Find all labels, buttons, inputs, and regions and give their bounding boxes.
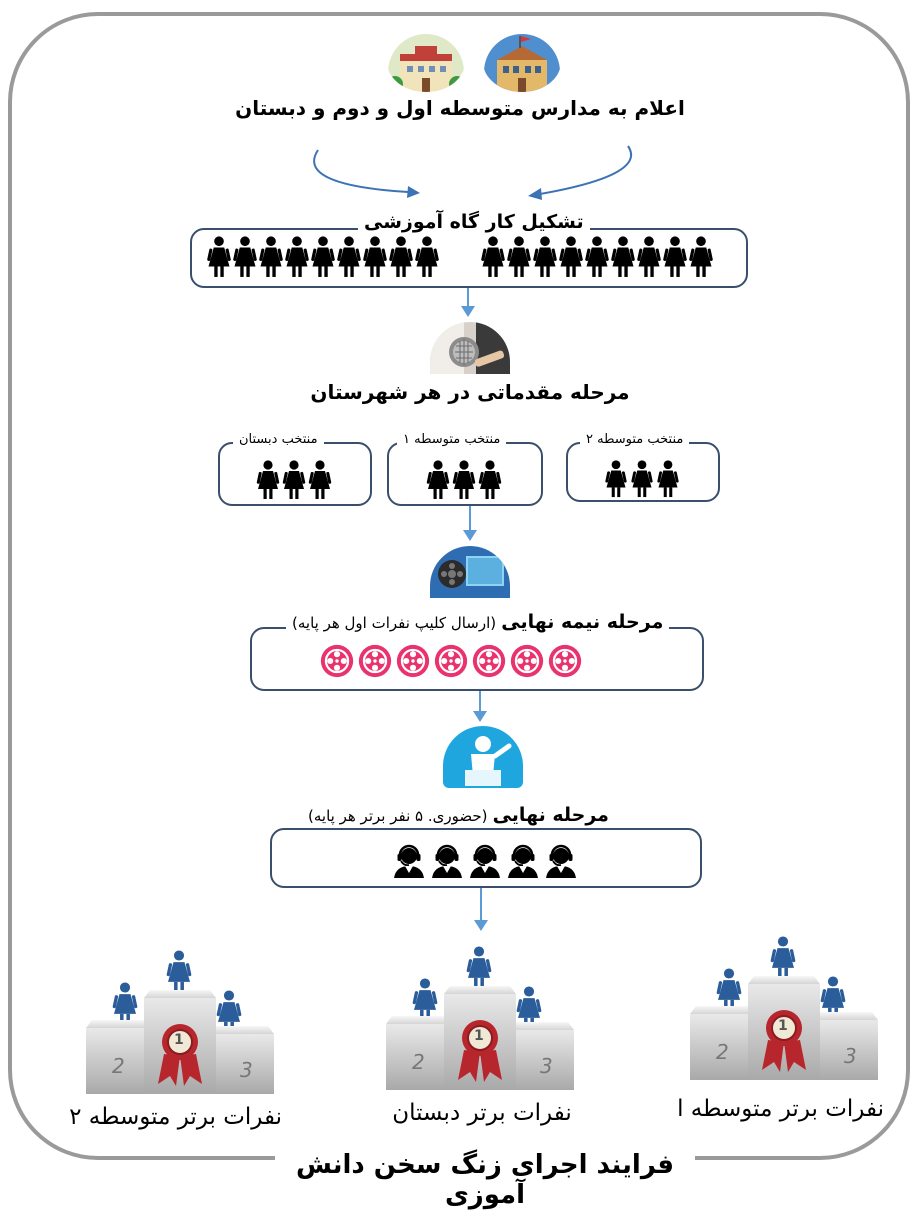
podium-number-1: 1 [474,1028,484,1044]
podium-number-3: 3 [844,1044,857,1068]
final-participants [392,844,578,878]
person-icon [558,236,584,278]
person-icon [532,236,558,278]
semifinal-step-title: مرحله نیمه نهایی (ارسال کلیپ نفرات اول ه… [286,611,670,633]
person-icon [362,236,388,278]
person-icon [629,460,655,498]
converging-arrows [313,145,633,200]
person-icon [258,236,284,278]
flow-arrow [480,888,482,922]
flow-arrow [479,691,481,713]
person-icon [477,460,503,500]
person-icon [688,236,714,278]
flow-arrow [467,288,469,308]
selection-label-secondary-2: منتخب متوسطه ۲ [580,432,690,447]
selection-label-secondary-1: منتخب متوسطه ۱ [397,432,507,447]
film-reel-icon [472,644,506,678]
person-icon [284,236,310,278]
person-icon [506,236,532,278]
workshop-step-title: تشکیل کار گاه آموزشی [358,211,590,233]
selection-participants-secondary-2 [603,460,681,498]
final-step-title: مرحله نهایی (حضوری. ۵ نفر برتر هر پایه) [302,804,615,826]
podium-secondary-2: 1 2 3 [80,950,280,1098]
headset-icon [430,844,464,878]
podium-number-3: 3 [240,1058,253,1082]
selection-participants-secondary-1 [425,460,503,500]
podium-number-2: 2 [412,1050,425,1074]
film-reel-icon [434,644,468,678]
semifinal-title-bold: مرحله نیمه نهایی [501,611,664,633]
film-reel-icon [320,644,354,678]
person-icon [425,460,451,500]
selection-participants-elementary [255,460,333,500]
workshop-participants-right [480,236,714,278]
headset-icon [544,844,578,878]
person-icon [610,236,636,278]
person-icon [414,236,440,278]
announce-step-title: اعلام به مدارس متوسطه اول و دوم و دبستان [235,96,685,120]
semifinal-title-note: (ارسال کلیپ نفرات اول هر پایه) [292,614,497,632]
final-title-note: (حضوری. ۵ نفر برتر هر پایه) [308,807,488,825]
diagram-caption: فرایند اجرای زنگ سخن دانش آموزی [295,1150,675,1210]
podium-number-1: 1 [174,1032,184,1048]
flow-arrow-head [474,920,488,931]
school-icon [483,32,561,92]
workshop-participants-left [206,236,440,278]
person-icon [662,236,688,278]
film-reel-icon [510,644,544,678]
person-icon [232,236,258,278]
winners-label-elementary: نفرات برتر دبستان [392,1100,572,1126]
podium-number-2: 2 [716,1040,729,1064]
flow-arrow [469,506,471,532]
winners-label-secondary-2: نفرات برتر متوسطه ۲ [69,1104,282,1130]
flow-arrow-head [463,530,477,541]
semifinal-clips [320,644,582,678]
person-icon [310,236,336,278]
microphone-icon [430,322,510,374]
film-reel-icon [396,644,430,678]
speaker-icon [443,726,523,788]
person-icon [307,460,333,500]
school-icon [387,32,465,92]
selection-label-elementary: منتخب دبستان [233,432,324,447]
person-icon [281,460,307,500]
prelim-step-title: مرحله مقدماتی در هر شهرستان [310,380,630,404]
winners-label-secondary-1: نفرات برتر متوسطه ا [677,1096,884,1122]
film-reel-icon [358,644,392,678]
person-icon [255,460,281,500]
podium-number-1: 1 [778,1018,788,1034]
person-icon [206,236,232,278]
person-icon [451,460,477,500]
person-icon [636,236,662,278]
headset-icon [506,844,540,878]
person-icon [584,236,610,278]
final-title-bold: مرحله نهایی [492,804,609,826]
podium-secondary-1: 1 2 3 [684,936,884,1084]
podium-number-2: 2 [112,1054,125,1078]
podium-elementary: 1 2 3 [380,946,580,1094]
person-icon [603,460,629,498]
person-icon [655,460,681,498]
headset-icon [392,844,426,878]
caption-background [275,1148,695,1188]
film-reel-icon [548,644,582,678]
person-icon [388,236,414,278]
flow-arrow-head [473,711,487,722]
podium-number-3: 3 [540,1054,553,1078]
final-box [270,828,702,888]
headset-icon [468,844,502,878]
person-icon [480,236,506,278]
flow-arrow-head [461,306,475,317]
person-icon [336,236,362,278]
